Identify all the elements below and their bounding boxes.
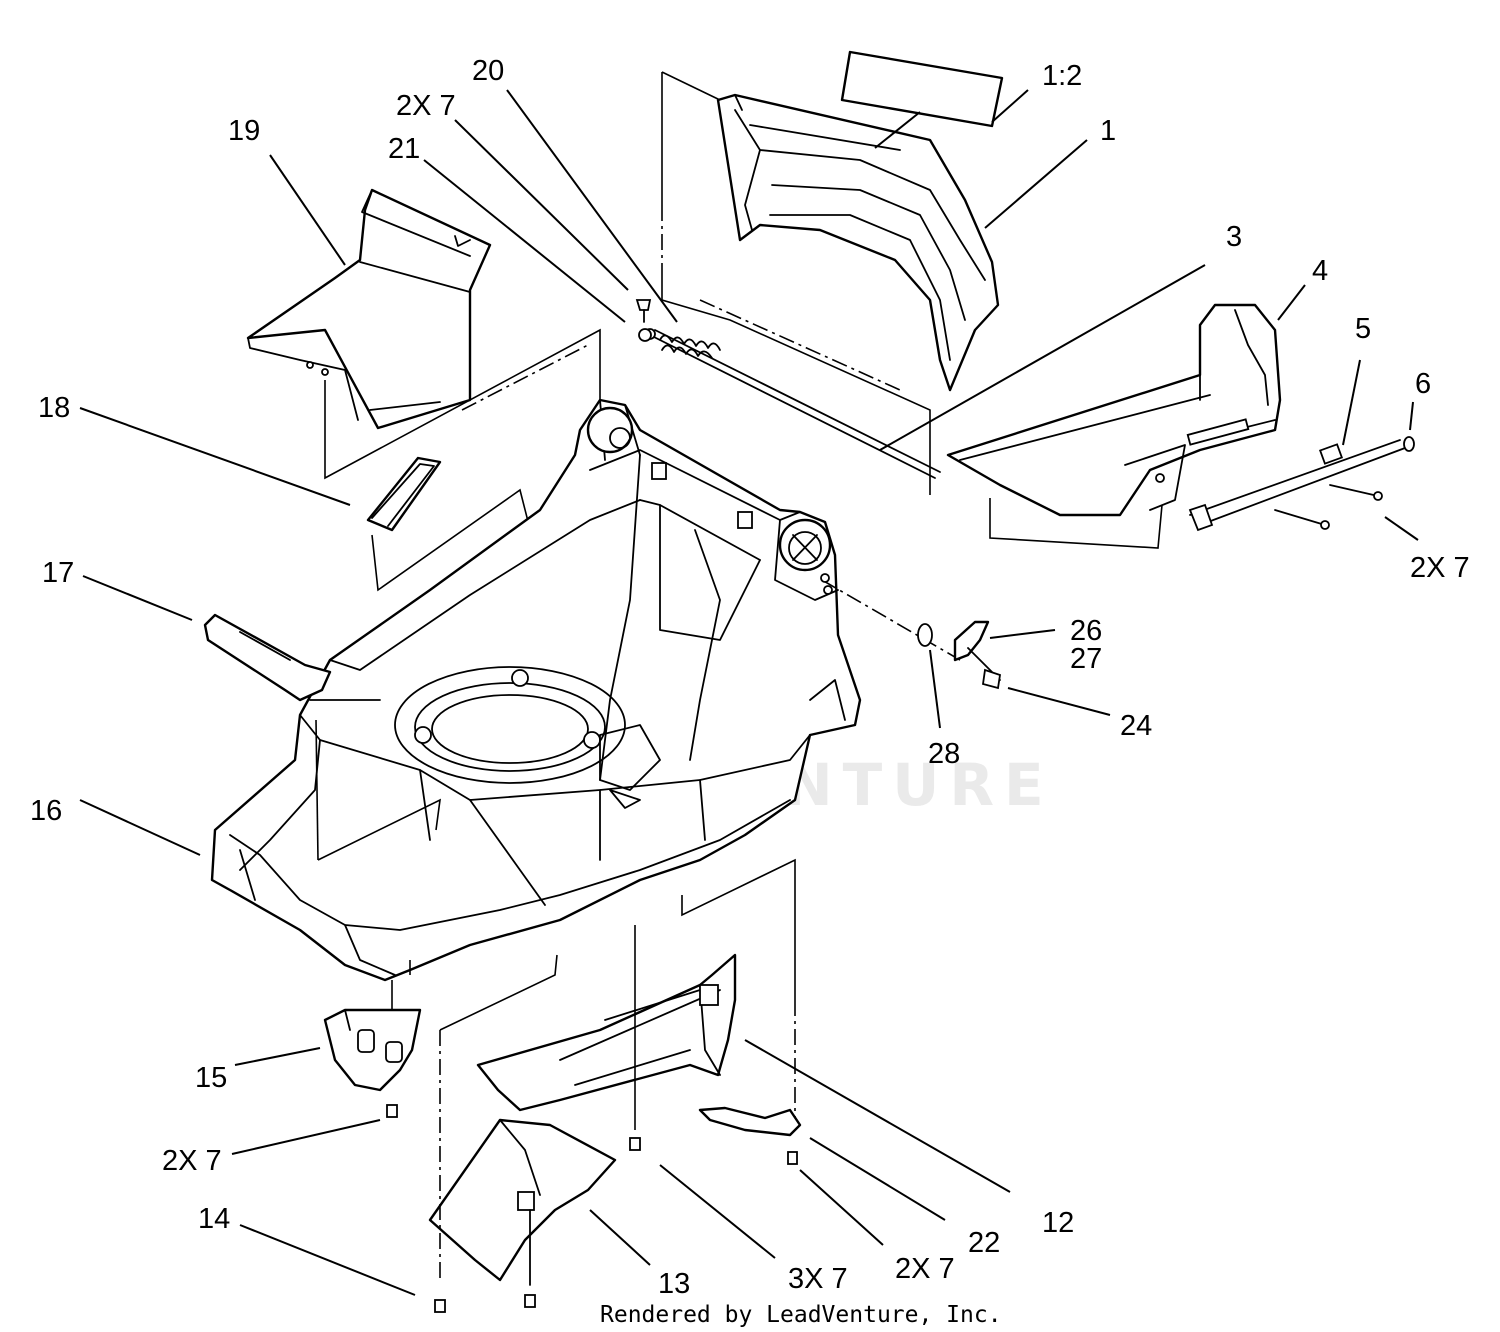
callouts: 1:2 1 20 2X 7 21 19 3 4 5 6 2X 7 18 17 2… [30, 55, 1470, 1300]
callout-lever[interactable]: 26 [1070, 615, 1102, 647]
callout-rear-flap[interactable]: 19 [228, 115, 260, 147]
part-spring-clip[interactable] [698, 1106, 802, 1137]
callout-adjuster-bolt[interactable]: 24 [1120, 710, 1152, 742]
callout-hinge-rod[interactable]: 3 [1226, 221, 1242, 253]
callout-clip-screws[interactable]: 2X 7 [895, 1253, 955, 1285]
callout-spring-clip[interactable]: 22 [968, 1227, 1000, 1259]
part-adjuster-washer[interactable] [917, 623, 933, 647]
callout-washer[interactable]: 6 [1415, 368, 1431, 400]
part-gasket-seal[interactable] [366, 456, 442, 532]
callout-label-plate[interactable]: 1:2 [1042, 60, 1082, 92]
callout-chute-door[interactable]: 1 [1100, 115, 1116, 147]
part-torsion-spring[interactable] [638, 328, 721, 359]
part-clip-screw[interactable] [787, 1151, 798, 1165]
callout-deflector-screws[interactable]: 14 [198, 1203, 230, 1235]
leader-lines [79, 89, 1419, 1296]
part-front-bracket[interactable] [323, 1008, 422, 1092]
part-label-plate[interactable] [840, 50, 1004, 128]
part-screw-top[interactable] [635, 299, 652, 323]
callout-front-deflector[interactable]: 13 [658, 1268, 690, 1300]
part-door-rod[interactable] [1188, 439, 1406, 532]
callout-screw-top[interactable]: 2X 7 [396, 90, 456, 122]
part-front-deflector[interactable] [428, 1118, 617, 1286]
part-rear-door[interactable] [946, 303, 1282, 517]
callout-lever-alt[interactable]: 27 [1070, 643, 1102, 675]
callout-side-plate[interactable]: 12 [1042, 1207, 1074, 1239]
part-deck-decal[interactable] [203, 613, 332, 702]
part-side-plate[interactable] [476, 953, 737, 1112]
part-rear-screws[interactable] [1274, 484, 1383, 530]
callout-front-bracket[interactable]: 15 [195, 1062, 227, 1094]
callout-spring[interactable]: 20 [472, 55, 504, 87]
callout-rear-door[interactable]: 4 [1312, 255, 1328, 287]
callout-rear-screws[interactable]: 2X 7 [1410, 552, 1470, 584]
part-rear-flap[interactable] [246, 188, 492, 430]
part-bracket-screw[interactable] [386, 1104, 398, 1118]
part-deflector-screws[interactable] [434, 1137, 641, 1313]
part-hinge-rod[interactable] [644, 328, 941, 479]
callout-mower-deck[interactable]: 16 [30, 795, 62, 827]
footer-credit: Rendered by LeadVenture, Inc. [600, 1302, 1002, 1328]
part-adjuster-bolt[interactable] [981, 668, 1002, 690]
callout-adjuster-washer[interactable]: 28 [928, 738, 960, 770]
callout-spring-end[interactable]: 21 [388, 133, 420, 165]
callout-decal[interactable]: 17 [42, 557, 74, 589]
callout-plate-screws[interactable]: 3X 7 [788, 1263, 848, 1295]
part-mower-deck[interactable] [210, 398, 862, 982]
callout-gasket[interactable]: 18 [38, 392, 70, 424]
callout-door-rod[interactable]: 5 [1355, 313, 1371, 345]
part-chute-door[interactable] [716, 93, 1000, 392]
part-washer[interactable] [1403, 436, 1415, 452]
part-adjuster-lever[interactable] [953, 620, 1001, 681]
callout-bracket-screws[interactable]: 2X 7 [162, 1145, 222, 1177]
